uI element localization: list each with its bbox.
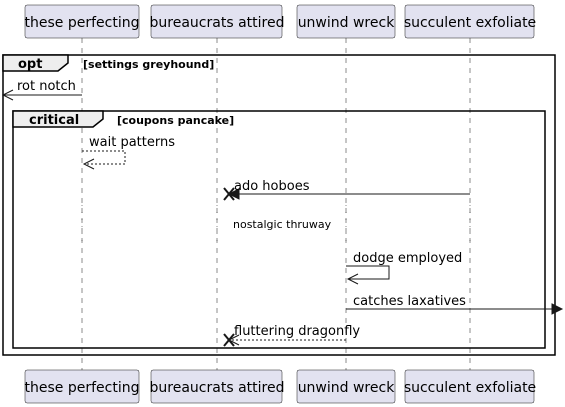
fragment-critical-guard: [coupons pancake] [117,114,234,127]
message-label: ado hoboes [234,179,310,194]
participant-top-succulent-exfoliate: succulent exfoliate [404,4,536,39]
message-catches-laxatives: catches laxatives [346,294,564,315]
message-wait-patterns: wait patterns [82,135,175,170]
fragment-critical-kind: critical [29,113,79,128]
participant-label: succulent exfoliate [404,380,536,396]
divider-label: nostalgic thruway [233,218,332,231]
message-label: fluttering dragonfly [234,324,360,339]
participant-bottom-unwind-wreck: unwind wreck [296,369,396,404]
participant-bottom-bureaucrats-attired: bureaucrats attired [150,369,285,404]
message-fluttering-dragonfly: fluttering dragonfly [223,324,360,347]
participant-bottom-succulent-exfoliate: succulent exfoliate [404,369,536,404]
message-label: wait patterns [89,135,175,150]
participant-top-these-perfecting: these perfecting [25,4,140,39]
participant-label: unwind wreck [298,15,396,31]
fragment-opt-guard: [settings greyhound] [83,58,214,71]
message-rot-notch: rot notch [1,79,82,101]
participant-label: unwind wreck [298,380,396,396]
participant-label: bureaucrats attired [150,380,285,396]
destroy-cross-icon [223,187,235,201]
fragment-opt: opt [settings greyhound] [2,54,556,356]
message-dodge-employed: dodge employed [346,251,462,285]
fragment-critical-tab [12,110,104,128]
participant-label: succulent exfoliate [404,15,536,31]
fragment-critical: critical [coupons pancake] [12,110,546,349]
fragment-opt-kind: opt [18,57,42,72]
participant-top-unwind-wreck: unwind wreck [296,4,396,39]
message-label: rot notch [17,79,76,94]
destroy-cross-icon [223,333,235,347]
fragment-opt-tab [2,54,69,72]
participant-label: these perfecting [25,15,140,31]
participant-label: these perfecting [25,380,140,396]
message-label: dodge employed [353,251,462,266]
delay-divider: nostalgic thruway [81,205,471,245]
message-label: catches laxatives [353,294,466,309]
participant-bottom-these-perfecting: these perfecting [25,369,140,404]
participant-top-bureaucrats-attired: bureaucrats attired [150,4,285,39]
message-ado-hoboes: ado hoboes [223,179,470,201]
participant-label: bureaucrats attired [150,15,285,31]
